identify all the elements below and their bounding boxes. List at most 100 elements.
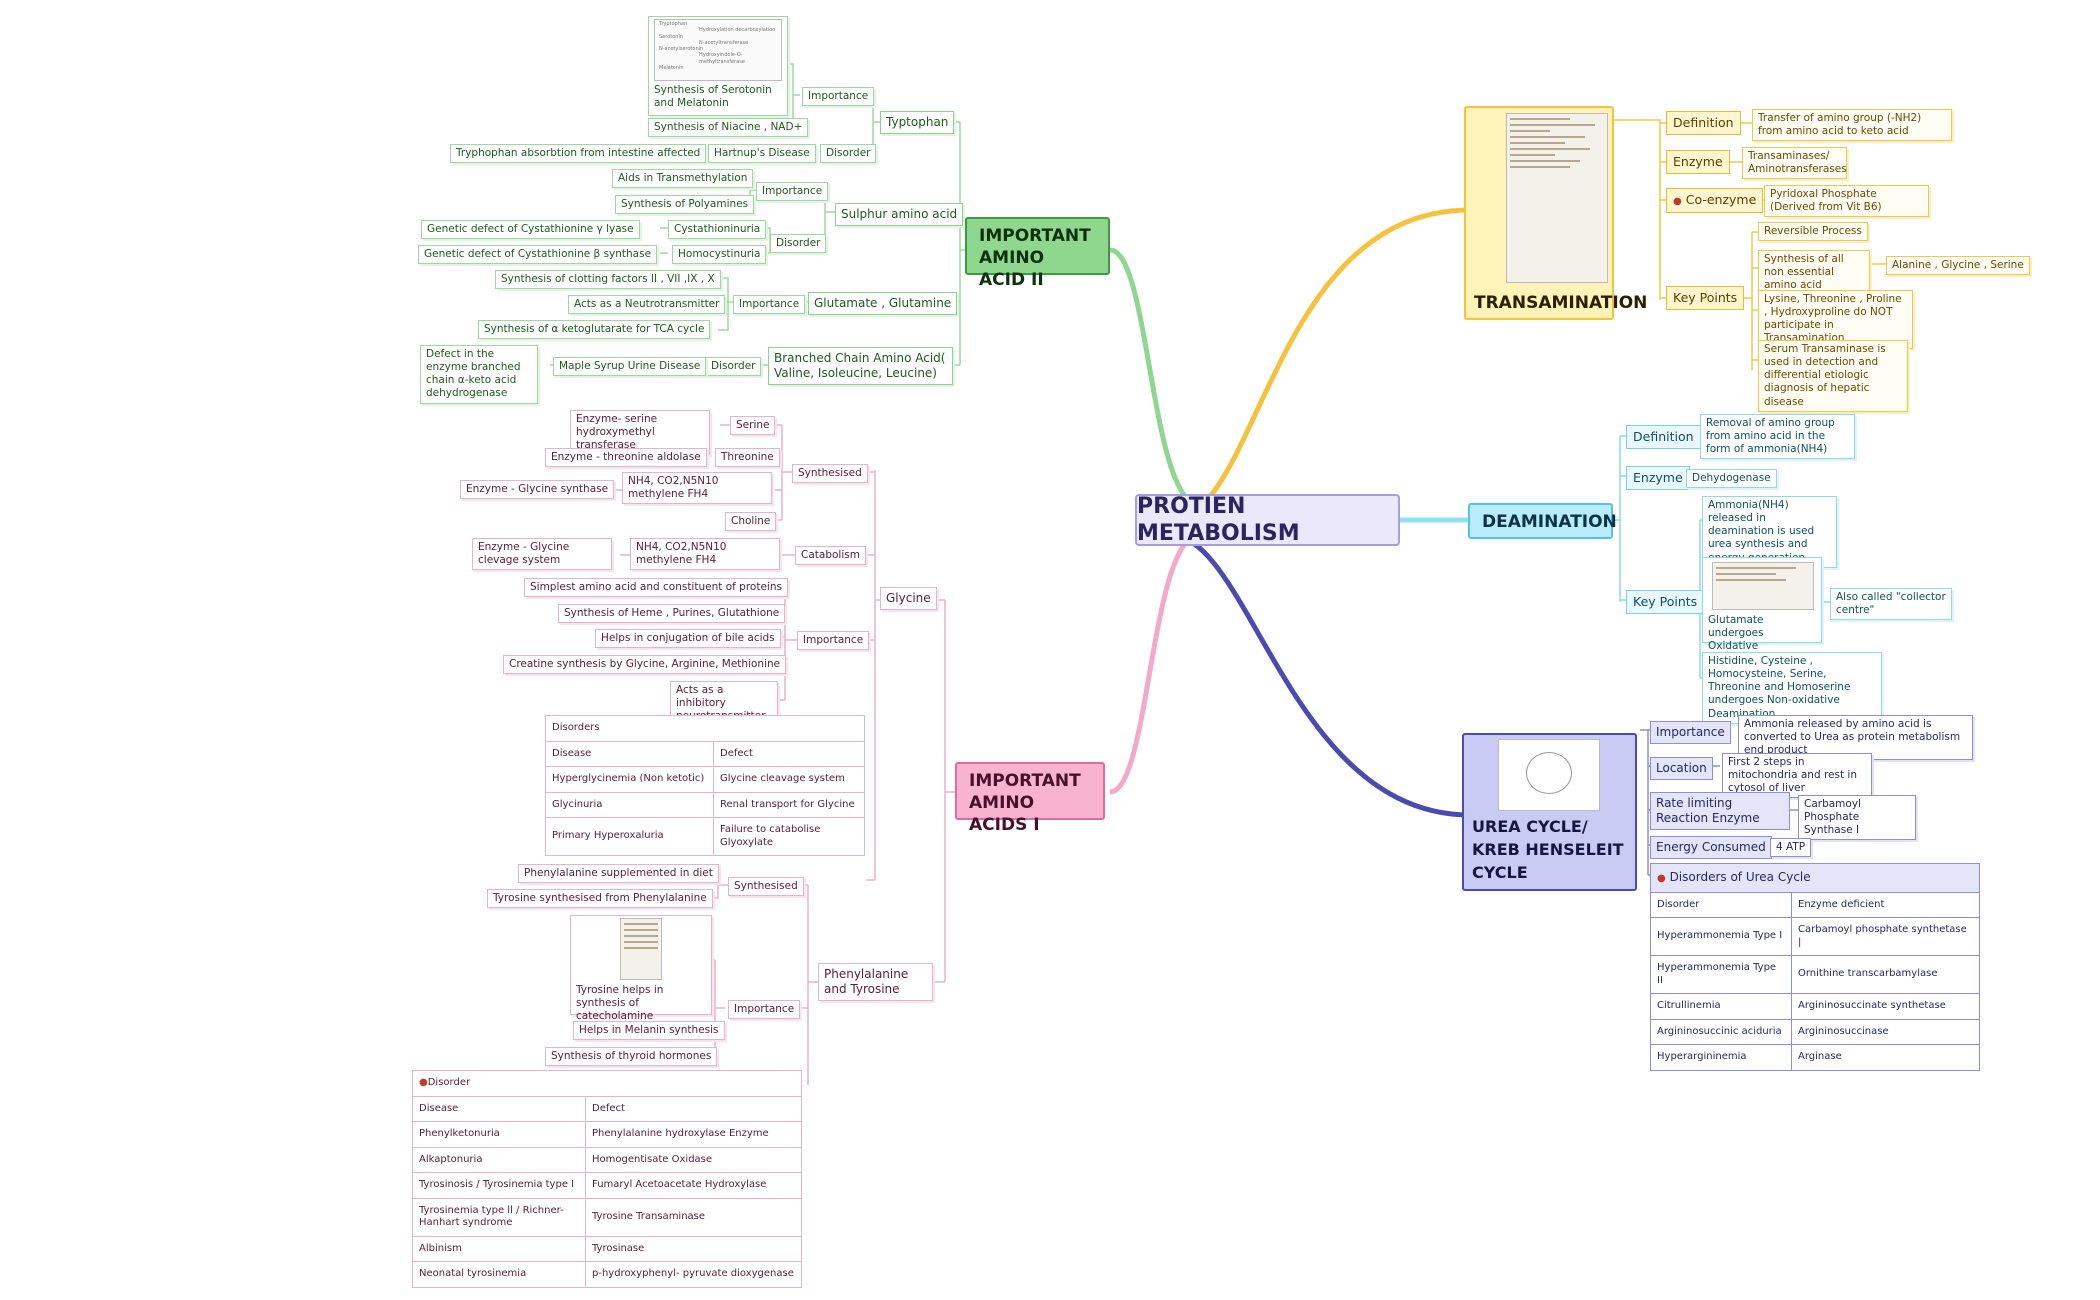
homocystinuria[interactable]: Homocystinuria (672, 245, 767, 265)
transamination-coenzyme-label[interactable]: ● Co-enzyme (1666, 188, 1764, 213)
tryptophan-serotonin-node[interactable]: Tryptophan Hydroxylation decarboxylation… (648, 16, 788, 116)
urea-location-text[interactable]: First 2 steps in mitochondria and rest i… (1722, 753, 1872, 799)
glycine-synthase-enzyme[interactable]: Enzyme - Glycine synthase (460, 480, 615, 500)
phe-synthesised[interactable]: Synthesised (728, 877, 804, 897)
transamination-enzyme-text[interactable]: Transaminases/ Aminotransferases (1742, 147, 1847, 180)
cleavage-system[interactable]: Enzyme - Glycine clevage system (472, 538, 612, 571)
cystathionine-synthase-defect[interactable]: Genetic defect of Cystathionine β syntha… (418, 245, 658, 265)
keypoint-1[interactable]: Reversible Process (1758, 222, 1868, 242)
cystathionine-lyase-defect[interactable]: Genetic defect of Cystathionine γ lyase (421, 220, 640, 240)
glycine-imp-3[interactable]: Helps in conjugation of bile acids (595, 629, 781, 649)
urea-rate-label[interactable]: Rate limiting Reaction Enzyme (1650, 792, 1790, 830)
urea-rate-text[interactable]: Carbamoyl Phosphate Synthase I (1798, 795, 1916, 841)
keypoint-4[interactable]: Serum Transaminase is used in detection … (1758, 340, 1908, 412)
sulphur-node[interactable]: Sulphur amino acid (835, 203, 964, 226)
glycine-nh4-synth[interactable]: NH4, CO2,N5N10 methylene FH4 (622, 472, 772, 505)
table-cell: Tyrosinase (585, 1235, 802, 1262)
bcaa-node[interactable]: Branched Chain Amino Acid( Valine, Isole… (768, 347, 953, 385)
transamination-topic[interactable]: TRANSAMINATION (1464, 106, 1647, 320)
thumb-text: N-acetylserotonin (659, 46, 704, 52)
keypoint-3[interactable]: Lysine, Threonine , Proline , Hydroxypro… (1758, 290, 1913, 349)
msud[interactable]: Maple Syrup Urine Disease (553, 357, 707, 377)
hartnup-detail[interactable]: Tryphophan absorbtion from intestine aff… (450, 144, 707, 164)
deamination-definition-label[interactable]: Definition (1626, 425, 1701, 449)
phe-importance[interactable]: Importance (728, 1000, 801, 1020)
deamination-keypoint-1[interactable]: Ammonia(NH4) released in deamination is … (1702, 496, 1837, 568)
alpha-ketoglutarate[interactable]: Synthesis of α ketoglutarate for TCA cyc… (478, 320, 711, 340)
amino-acid-i-topic[interactable]: IMPORTANT AMINO ACIDS I (955, 762, 1105, 835)
sulphur-disorder[interactable]: Disorder (770, 234, 827, 254)
phe-diet[interactable]: Phenylalanine supplemented in diet (518, 864, 719, 884)
table-cell: Tyrosinemia type ll / Richner-Hanhart sy… (412, 1197, 586, 1237)
glycine-nh4-catab[interactable]: NH4, CO2,N5N10 methylene FH4 (630, 538, 780, 571)
glutamate-node[interactable]: Glutamate , Glutamine (808, 292, 958, 315)
glycine-serine[interactable]: Serine (730, 416, 776, 436)
thyroid[interactable]: Synthesis of thyroid hormones (545, 1047, 718, 1067)
deamination-enzyme-label[interactable]: Enzyme (1626, 466, 1690, 490)
glycine-node[interactable]: Glycine (880, 587, 937, 610)
cystathioninuria[interactable]: Cystathioninuria (668, 220, 767, 240)
transamination-definition-text[interactable]: Transfer of amino group (-NH2) from amin… (1752, 109, 1952, 142)
table-cell: Albinism (412, 1235, 586, 1262)
table-cell: Tyrosinosis / Tyrosinemia type I (412, 1172, 586, 1199)
urea-energy-label[interactable]: Energy Consumed (1650, 836, 1772, 859)
tryptophan-disorder[interactable]: Disorder (820, 144, 877, 164)
phe-tyr-node[interactable]: Phenylalanine and Tyrosine (818, 963, 933, 1001)
glycine-imp-1[interactable]: Simplest amino acid and constituent of p… (524, 578, 788, 598)
transamination-diagram-thumbnail (1506, 113, 1608, 283)
transmethylation[interactable]: Aids in Transmethylation (612, 169, 754, 189)
glycine-choline[interactable]: Choline (725, 512, 777, 532)
urea-cycle-topic[interactable]: UREA CYCLE/ KREB HENSELEIT CYCLE (1462, 733, 1637, 891)
glycine-catabolism[interactable]: Catabolism (795, 546, 866, 566)
tryptophan-importance[interactable]: Importance (802, 87, 875, 107)
table-cell: Phenylketonuria (412, 1121, 586, 1148)
tryptophan-niacin[interactable]: Synthesis of Niacine , NAD+ (648, 118, 809, 138)
table-header: Enzyme deficient (1791, 891, 1980, 918)
glycine-importance[interactable]: Importance (797, 631, 870, 651)
root-topic[interactable]: PROTIEN METABOLISM (1135, 494, 1400, 546)
deamination-definition-text[interactable]: Removal of amino group from amino acid i… (1700, 414, 1855, 460)
glycine-threonine[interactable]: Threonine (715, 448, 780, 468)
transamination-keypoints-label[interactable]: Key Points (1666, 286, 1745, 310)
deamination-keypoint-2[interactable]: Glutamate undergoes Oxidative Deaminatio… (1702, 557, 1822, 665)
table-cell: Hyperammonemia Type I (1650, 917, 1792, 956)
transamination-coenzyme-text[interactable]: Pyridoxal Phosphate (Derived from Vit B6… (1764, 185, 1929, 218)
keypoint-2-sub[interactable]: Alanine , Glycine , Serine (1886, 256, 2030, 276)
table-cell: Primary Hyperoxaluria (545, 817, 714, 856)
glycine-imp-4[interactable]: Creatine synthesis by Glycine, Arginine,… (503, 655, 787, 675)
table-cell: Homogentisate Oxidase (585, 1146, 802, 1173)
bcaa-disorder[interactable]: Disorder (705, 357, 762, 377)
transamination-enzyme-label[interactable]: Enzyme (1666, 150, 1730, 174)
threonine-enzyme[interactable]: Enzyme - threonine aldolase (545, 448, 707, 468)
urea-location-label[interactable]: Location (1650, 757, 1713, 780)
glycine-imp-2[interactable]: Synthesis of Heme , Purines, Glutathione (558, 604, 786, 624)
glycine-synthesised[interactable]: Synthesised (792, 464, 868, 484)
keypoint-2[interactable]: Synthesis of all non essential amino aci… (1758, 250, 1870, 296)
melanin[interactable]: Helps in Melanin synthesis (573, 1021, 725, 1041)
clotting-factors[interactable]: Synthesis of clotting factors II , VII ,… (495, 270, 721, 290)
deamination-keypoint-2-sub[interactable]: Also called "collector centre" (1830, 588, 1952, 621)
table-cell: Neonatal tyrosinemia (412, 1261, 586, 1288)
urea-importance-label[interactable]: Importance (1650, 721, 1731, 744)
amino-acid-ii-topic[interactable]: IMPORTANT AMINO ACID II (965, 217, 1110, 290)
msud-detail[interactable]: Defect in the enzyme branched chain α-ke… (420, 345, 538, 404)
deamination-topic[interactable]: DEAMINATION (1468, 503, 1617, 539)
transamination-definition-label[interactable]: Definition (1666, 111, 1741, 135)
deamination-keypoints-label[interactable]: Key Points (1626, 590, 1705, 614)
sulphur-importance[interactable]: Importance (756, 182, 829, 202)
deamination-enzyme-text[interactable]: Dehydogenase (1686, 469, 1777, 489)
table-cell: Glycinuria (545, 791, 714, 818)
urea-energy-text[interactable]: 4 ATP (1770, 838, 1812, 858)
tyr-synth[interactable]: Tyrosine synthesised from Phenylalanine (487, 889, 713, 909)
glutamate-importance[interactable]: Importance (733, 295, 806, 315)
neurotransmitter[interactable]: Acts as a Neutrotransmitter (568, 295, 726, 315)
catecholamine-node[interactable]: Tyrosine helps in synthesis of catechola… (570, 915, 712, 1022)
deamination-keypoint-3[interactable]: Histidine, Cysteine , Homocysteine, Seri… (1702, 652, 1882, 724)
thumb-text: Serotonin (659, 33, 684, 40)
table-cell: Tyrosine Transaminase (585, 1197, 802, 1237)
polyamines[interactable]: Synthesis of Polyamines (615, 195, 755, 215)
tryptophan-node[interactable]: Typtophan (880, 111, 955, 134)
urea-importance-text[interactable]: Ammonia released by amino acid is conver… (1738, 715, 1973, 761)
hartnup-disease[interactable]: Hartnup's Disease (708, 144, 816, 164)
